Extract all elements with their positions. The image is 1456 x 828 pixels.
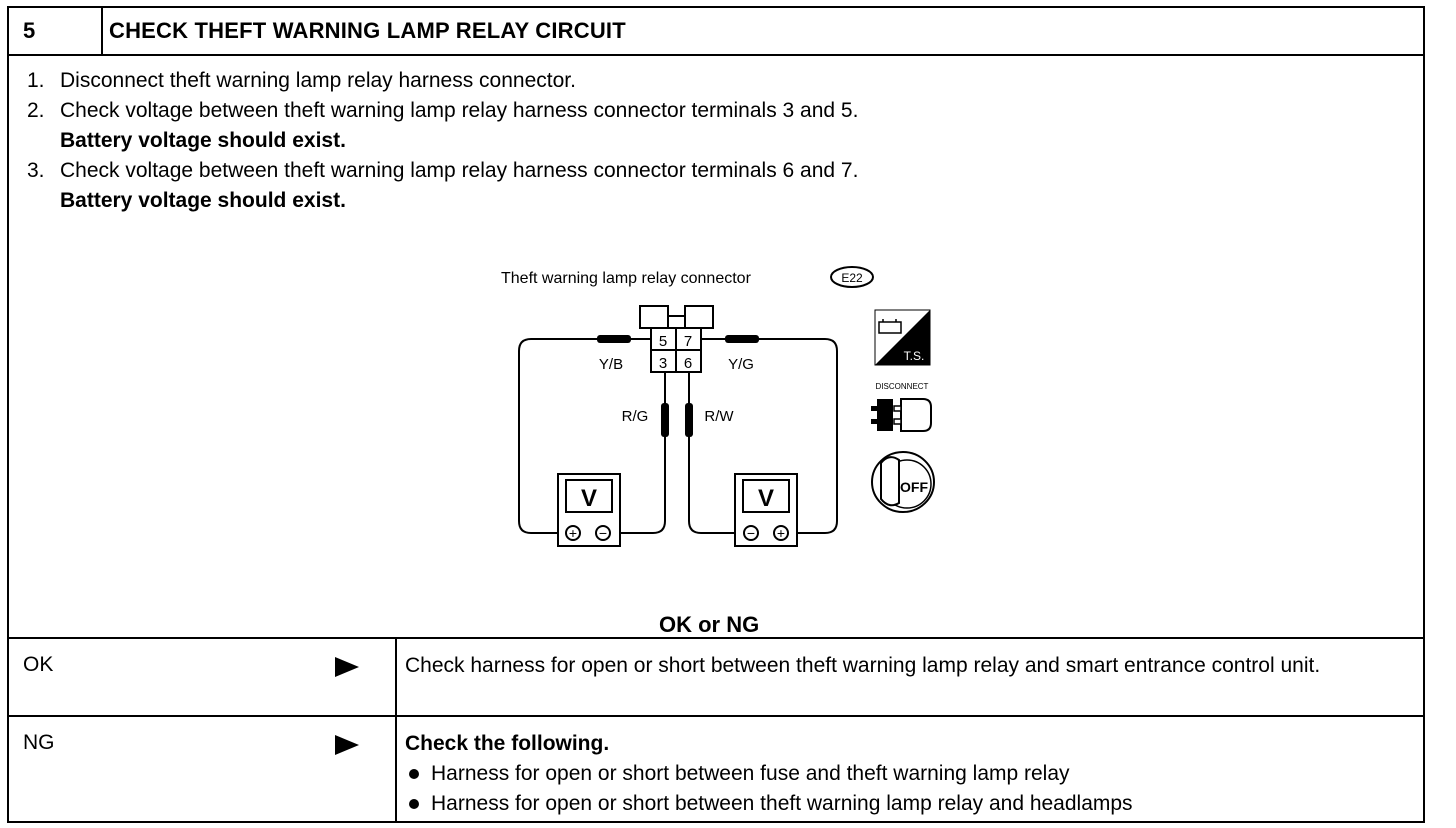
probe [661,403,669,437]
plus-terminal [773,525,789,541]
wire-color-yb: Y/B [599,356,623,373]
svg-text:−: − [747,525,755,541]
disconnect-icon: DISCONNECT [871,382,932,432]
minus-terminal [743,525,759,541]
svg-text:+: + [569,525,577,541]
minus-terminal [595,525,611,541]
result-row-ok: OK Check harness for open or short betwe… [9,637,1423,715]
terminal-7: 7 [684,333,692,350]
connector-code-badge [830,266,874,288]
bullet-icon [409,769,419,779]
step-number: 5 [23,18,36,43]
connector-code: E22 [841,271,863,285]
connector-label: Theft warning lamp relay connector [501,270,752,287]
tester-icon: T.S. [874,309,931,366]
connector-diagram: Theft warning lamp relay connector E22 5… [501,266,935,547]
arrow-right-icon [335,657,359,677]
wire-color-yg: Y/G [728,356,754,373]
wire-color-rw: R/W [704,408,734,425]
probe [685,403,693,437]
step-title: CHECK THEFT WARNING LAMP RELAY CIRCUIT [109,18,626,43]
svg-text:T.S.: T.S. [904,349,925,363]
instruction-item: 1. Disconnect theft warning lamp relay h… [27,69,576,92]
result-action-ok: Check harness for open or short between … [405,654,1321,677]
procedure-frame: 5 CHECK THEFT WARNING LAMP RELAY CIRCUIT… [7,6,1425,823]
plus-terminal [565,525,581,541]
expected-result: Battery voltage should exist. [60,129,346,152]
svg-text:DISCONNECT: DISCONNECT [876,382,929,391]
list-item: Harness for open or short between fuse a… [405,759,1405,789]
result-label-ok: OK [23,653,54,676]
result-action-ng: Check the following. Harness for open or… [405,729,1405,819]
connector-latch [684,305,714,329]
instruction-item: 3. Check voltage between theft warning l… [27,159,859,182]
instruction-list: 1. Disconnect theft warning lamp relay h… [27,66,858,216]
arrow-right-icon [335,735,359,755]
step-header: 5 CHECK THEFT WARNING LAMP RELAY CIRCUIT [9,8,1423,56]
ignition-off-icon: OFF [871,451,935,513]
svg-text:−: − [599,525,607,541]
expected-result: Battery voltage should exist. [60,189,346,212]
wire-color-rg: R/G [622,408,649,425]
result-prompt: OK or NG [659,612,760,637]
svg-text:+: + [777,525,785,541]
probe [725,335,759,343]
terminal-3: 3 [659,355,667,372]
instruction-item: 2. Check voltage between theft warning l… [27,99,859,122]
list-item: Harness for open or short between theft … [405,789,1405,819]
terminal-6: 6 [684,355,692,372]
bullet-icon [409,799,419,809]
result-heading: Check the following. [405,732,610,755]
terminal-5: 5 [659,333,667,350]
result-label-ng: NG [23,731,55,754]
voltmeter-symbol: V [581,485,597,512]
connector-latch [639,305,669,329]
header-divider [101,8,103,54]
svg-text:OFF: OFF [900,479,928,495]
voltmeter-symbol: V [758,485,774,512]
result-row-ng: NG Check the following. Harness for open… [9,715,1423,823]
probe [597,335,631,343]
